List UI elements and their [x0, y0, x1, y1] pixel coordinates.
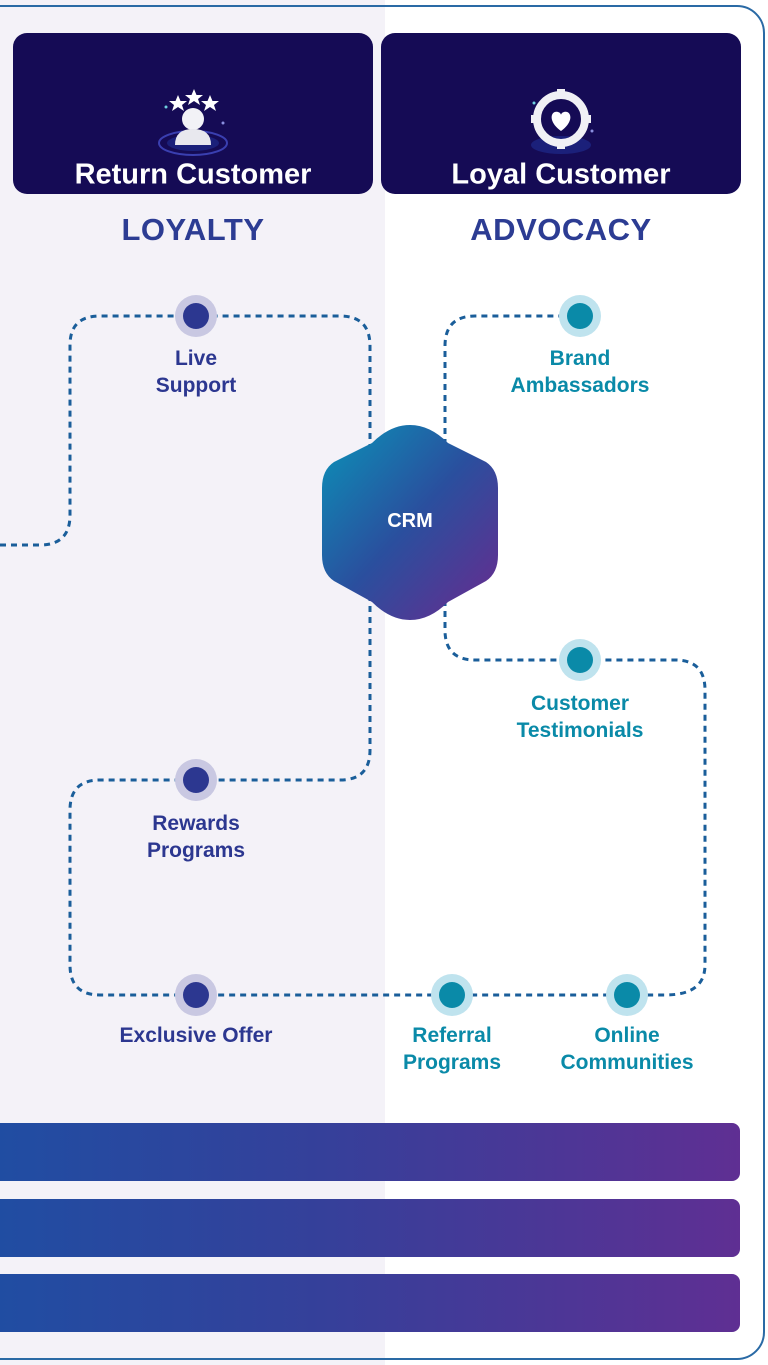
- label-online-communities-line1: Online: [594, 1024, 660, 1047]
- label-rewards-programs: Rewards Programs: [96, 810, 296, 864]
- customer-stars-icon: [148, 81, 238, 166]
- label-brand-ambassadors: Brand Ambassadors: [480, 345, 680, 399]
- node-live-support: [175, 295, 217, 337]
- label-brand-ambassadors-line2: Ambassadors: [510, 374, 650, 397]
- gradient-bar-3: [0, 1274, 740, 1332]
- node-exclusive-offer: [175, 974, 217, 1016]
- label-online-communities: Online Communities: [527, 1022, 727, 1076]
- label-referral-programs: Referral Programs: [352, 1022, 552, 1076]
- node-online-communities: [606, 974, 648, 1016]
- label-online-communities-line2: Communities: [560, 1051, 694, 1074]
- diagram-frame: [0, 5, 765, 1360]
- crm-label: CRM: [387, 510, 433, 532]
- path-crm-to-rewards: [68, 595, 707, 997]
- label-rewards-programs-line2: Programs: [146, 839, 246, 862]
- gradient-bar-2: [0, 1199, 740, 1257]
- return-customer-card: Return Customer: [13, 33, 373, 194]
- label-live-support: Live Support: [96, 345, 296, 399]
- loyalty-heading: LOYALTY: [121, 212, 265, 247]
- gradient-bar-1: [0, 1123, 740, 1181]
- label-brand-ambassadors-line1: Brand: [549, 347, 611, 370]
- label-referral-programs-line1: Referral: [412, 1024, 492, 1047]
- node-brand-ambassadors: [559, 295, 601, 337]
- label-customer-testimonials-line2: Testimonials: [516, 719, 644, 742]
- label-rewards-programs-line1: Rewards: [152, 812, 240, 835]
- loyal-customer-card: Loyal Customer: [381, 33, 741, 194]
- return-customer-title: Return Customer: [74, 158, 312, 191]
- label-exclusive-offer-line1: Exclusive Offer: [119, 1024, 273, 1047]
- label-customer-testimonials: Customer Testimonials: [480, 690, 680, 744]
- node-referral-programs: [431, 974, 473, 1016]
- heart-target-icon: [516, 81, 606, 166]
- crm-hexagon: [322, 425, 498, 620]
- label-exclusive-offer: Exclusive Offer: [76, 1022, 316, 1049]
- label-live-support-line2: Support: [155, 374, 237, 397]
- advocacy-heading: ADVOCACY: [470, 212, 652, 247]
- loyal-customer-title: Loyal Customer: [451, 158, 671, 191]
- node-rewards-programs: [175, 759, 217, 801]
- label-referral-programs-line2: Programs: [402, 1051, 502, 1074]
- node-customer-testimonials: [559, 639, 601, 681]
- path-crm-to-brand-ambassadors: [443, 314, 580, 445]
- label-live-support-line1: Live: [174, 347, 218, 370]
- label-customer-testimonials-line1: Customer: [530, 692, 630, 715]
